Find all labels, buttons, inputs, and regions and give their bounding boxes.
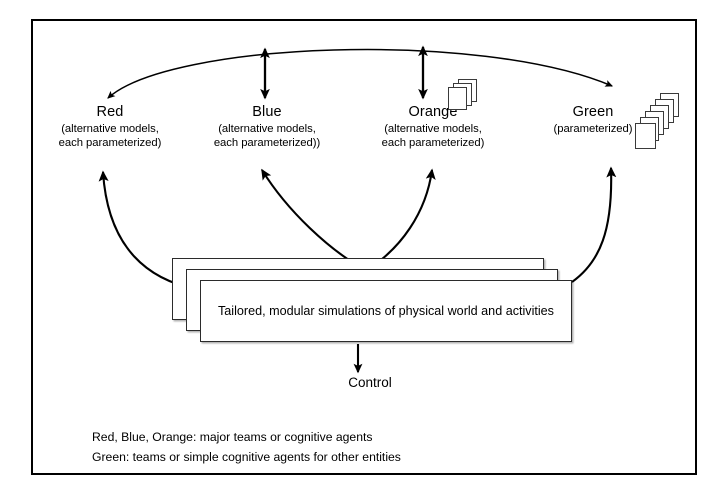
agent-blue-desc: (alternative models, each parameterized)… (213, 122, 321, 149)
agent-green-name: Green (572, 104, 614, 120)
legend-line-2: Green: teams or simple cognitive agents … (92, 449, 401, 464)
agent-blue: Blue (alternative models, each parameter… (186, 103, 348, 150)
simulation-box-layer-front: Tailored, modular simulations of physica… (200, 280, 572, 342)
agent-green: Green (parameterized) (530, 103, 656, 136)
agent-orange: Orange (alternative models, each paramet… (353, 103, 513, 150)
simulation-box-stack: Tailored, modular simulations of physica… (172, 258, 572, 350)
control-label-wrap: Control (0, 375, 724, 390)
agent-red: Red (alternative models, each parameteri… (30, 103, 190, 150)
diagram-frame (31, 19, 697, 475)
agent-red-desc: (alternative models, each parameterized) (58, 122, 162, 149)
legend-line-1: Red, Blue, Orange: major teams or cognit… (92, 430, 373, 444)
control-label: Control (348, 375, 392, 390)
agent-orange-desc: (alternative models, each parameterized) (381, 122, 485, 149)
agent-orange-name: Orange (408, 104, 458, 120)
agent-red-name: Red (96, 104, 124, 120)
agent-green-desc: (parameterized) (553, 122, 633, 135)
green-document-stack-icon (634, 93, 692, 155)
legend: Red, Blue, Orange: major teams or cognit… (92, 428, 401, 468)
simulation-box-label: Tailored, modular simulations of physica… (218, 303, 554, 318)
agent-blue-name: Blue (252, 104, 282, 120)
orange-document-stack-icon (448, 79, 488, 113)
